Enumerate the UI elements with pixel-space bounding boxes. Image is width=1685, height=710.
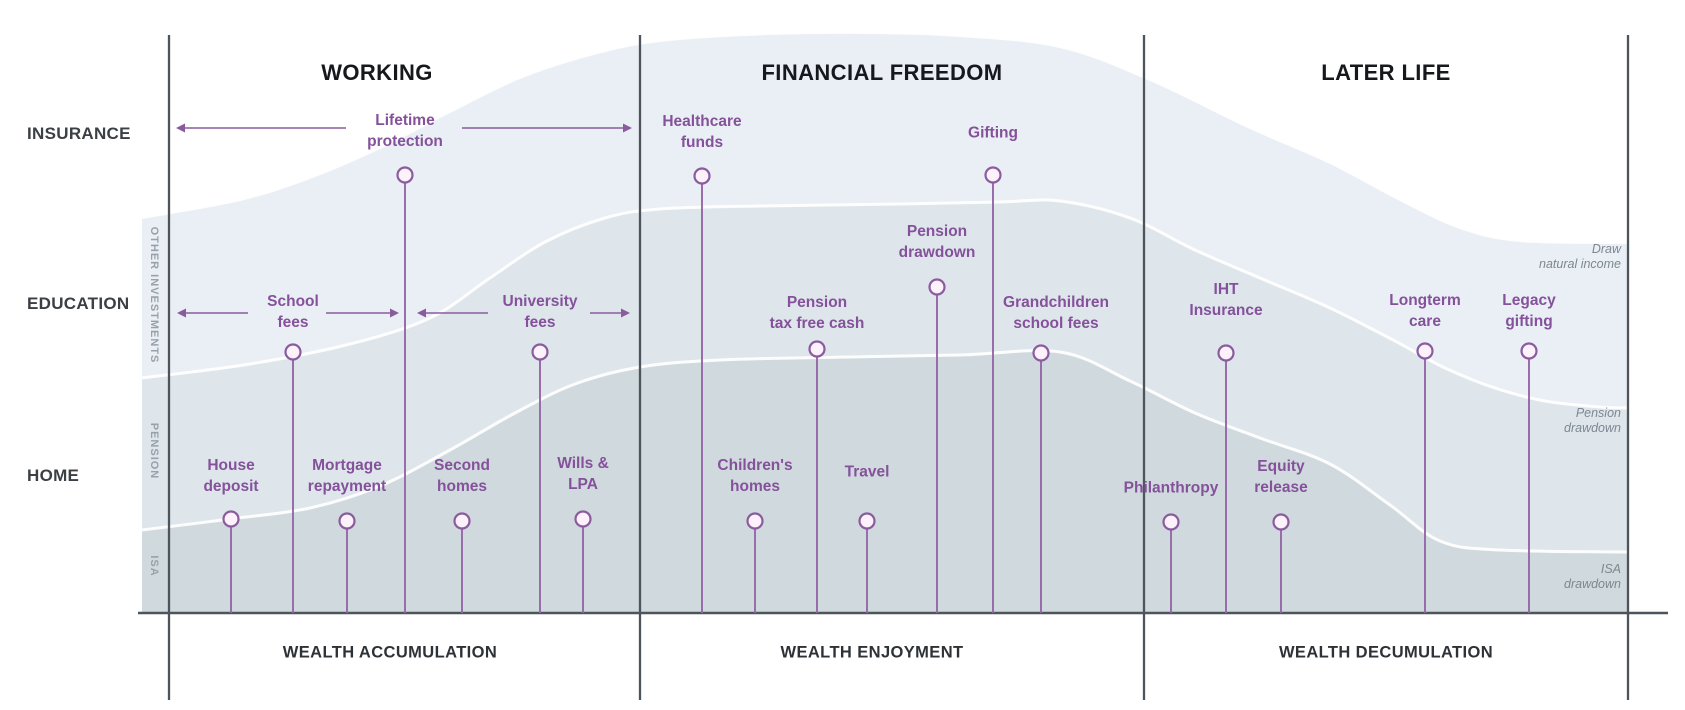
curve-pension-drawdown xyxy=(141,198,1629,410)
milestone-marker-healthcare-funds xyxy=(693,167,711,185)
milestone-marker-childrens-homes xyxy=(746,512,764,530)
milestone-marker-equity-release xyxy=(1272,513,1290,531)
arrowhead-icon xyxy=(621,308,630,318)
milestone-marker-pension-tax-free-cash xyxy=(808,340,826,358)
milestone-marker-travel xyxy=(858,512,876,530)
band-isa xyxy=(142,350,1628,613)
milestone-marker-wills-lpa xyxy=(574,510,592,528)
arrowhead-icon xyxy=(623,123,632,133)
range-arrow xyxy=(590,308,630,318)
milestone-marker-lifetime-protection xyxy=(396,166,414,184)
arrowhead-icon xyxy=(390,308,399,318)
milestone-marker-grandchildren-school-fees xyxy=(1032,344,1050,362)
milestone-marker-second-homes xyxy=(453,512,471,530)
milestone-marker-gifting xyxy=(984,166,1002,184)
curve-isa-drawdown xyxy=(141,349,1629,554)
arrowhead-icon xyxy=(177,308,186,318)
milestone-marker-philanthropy xyxy=(1162,513,1180,531)
milestone-marker-legacy-gifting xyxy=(1520,342,1538,360)
range-arrow xyxy=(177,308,248,318)
range-arrow xyxy=(462,123,632,133)
milestone-marker-longterm-care xyxy=(1416,342,1434,360)
milestone-marker-mortgage-repayment xyxy=(338,512,356,530)
milestone-marker-house-deposit xyxy=(222,510,240,528)
milestone-marker-pension-drawdown xyxy=(928,278,946,296)
milestone-marker-school-fees xyxy=(284,343,302,361)
curve-draw-natural-income xyxy=(141,31,1629,244)
range-arrow xyxy=(417,308,488,318)
milestone-marker-iht-insurance xyxy=(1217,344,1235,362)
arrowhead-icon xyxy=(176,123,185,133)
range-arrow xyxy=(326,308,399,318)
range-arrow xyxy=(176,123,346,133)
milestone-marker-university-fees xyxy=(531,343,549,361)
arrowhead-icon xyxy=(417,308,426,318)
